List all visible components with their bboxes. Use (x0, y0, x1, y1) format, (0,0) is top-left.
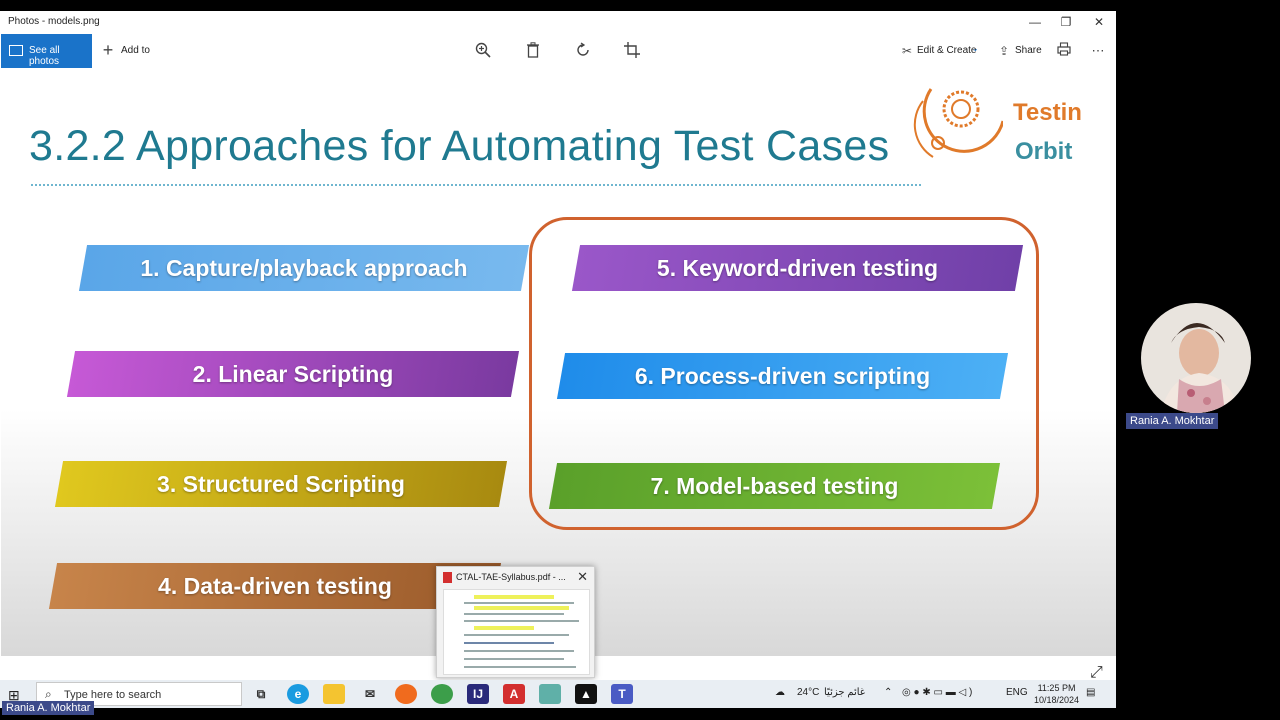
search-icon: ⌕ (45, 687, 52, 701)
preview-close-button[interactable]: ✕ (577, 569, 588, 584)
chrome-icon[interactable] (431, 684, 453, 704)
teams-icon[interactable]: T (611, 684, 633, 704)
see-all-photos-label: See all photos (29, 45, 60, 67)
weather-text: غائم جزئيًا (824, 687, 866, 698)
mail-icon[interactable]: ✉ (364, 687, 376, 701)
slide-title: 3.2.2 Approaches for Automating Test Cas… (29, 122, 890, 170)
windows-start-icon[interactable]: ⊞ (8, 687, 20, 703)
orbit-logo-icon (913, 88, 1003, 158)
edge-icon[interactable]: e (287, 684, 309, 704)
participant-name-tag: Rania A. Mokhtar (1126, 413, 1219, 429)
close-button[interactable]: ✕ (1093, 15, 1105, 29)
logo-text-line2: Orbit (1015, 138, 1073, 165)
app-icon[interactable] (539, 684, 561, 704)
edit-create-icon: ✂ (901, 44, 913, 58)
weather-icon: ☁ (775, 687, 785, 698)
more-icon[interactable]: ⋯ (1091, 43, 1105, 58)
taskbar-clock[interactable]: 11:25 PM 10/18/2024 (1034, 682, 1079, 706)
share-icon: ⇪ (998, 44, 1010, 58)
approach-label: 4. Data-driven testing (158, 573, 392, 599)
crop-icon[interactable] (623, 42, 641, 60)
title-divider (31, 184, 921, 186)
taskbar-preview-window[interactable]: CTAL-TAE-Syllabus.pdf - ... ✕ (436, 566, 595, 678)
photos-window: Photos - models.png — ❐ ✕ See all photos… (0, 11, 1116, 708)
pdf-icon (443, 572, 452, 584)
approach-label: 3. Structured Scripting (157, 471, 405, 497)
firefox-icon[interactable] (395, 684, 417, 704)
language-indicator[interactable]: ENG (1006, 687, 1028, 698)
photo-icon (9, 45, 23, 56)
expand-icon[interactable]: ⤢ (1090, 664, 1103, 681)
intellij-icon[interactable]: IJ (467, 684, 489, 704)
share-label: Share (1015, 45, 1042, 56)
participant-avatar (1141, 303, 1251, 413)
logo-text-line1: Testin (1013, 99, 1082, 126)
approach-ribbon: 6. Process-driven scripting (556, 353, 1009, 399)
chevron-down-icon: ⌄ (972, 44, 979, 53)
tray-icons[interactable]: ◎ ● ✱ ▭ ▬ ◁ ) (902, 687, 973, 698)
preview-title: CTAL-TAE-Syllabus.pdf - ... (456, 572, 566, 582)
notification-icon[interactable]: ▤ (1086, 687, 1096, 698)
tray-chevron-icon[interactable]: ⌃ (884, 687, 893, 698)
pdf-thumbnail (443, 589, 590, 675)
minimize-button[interactable]: — (1029, 15, 1041, 29)
clock-time: 11:25 PM (1037, 683, 1076, 693)
approach-label: 5. Keyword-driven testing (656, 255, 939, 281)
add-to-label: Add to (121, 45, 150, 56)
restore-button[interactable]: ❐ (1060, 15, 1072, 29)
approach-label: 6. Process-driven scripting (634, 363, 931, 389)
task-view-icon[interactable]: ⧉ (256, 687, 266, 701)
slide-image: 3.2.2 Approaches for Automating Test Cas… (1, 69, 1116, 656)
approach-ribbon: 3. Structured Scripting (54, 461, 508, 507)
approach-label: 7. Model-based testing (650, 473, 899, 499)
approach-label: 1. Capture/playback approach (140, 255, 468, 281)
approach-ribbon: 4. Data-driven testing (48, 563, 502, 609)
highlight-outline (529, 217, 1039, 530)
edit-create-label: Edit & Create (917, 45, 977, 56)
approach-ribbon: 1. Capture/playback approach (78, 245, 530, 291)
window-title: Photos - models.png (8, 16, 100, 27)
zoom-in-icon[interactable] (474, 42, 492, 60)
rotate-icon[interactable] (574, 42, 592, 60)
windows-taskbar: ⊞ ⌕ Type here to search ⧉ e ✉ IJ A ▲ T ☁… (0, 680, 1116, 708)
file-explorer-icon[interactable] (323, 684, 345, 704)
weather-temp[interactable]: 24°C (797, 687, 820, 698)
clock-date: 10/18/2024 (1034, 695, 1080, 705)
acrobat-icon[interactable]: A (503, 684, 525, 704)
approach-ribbon: 2. Linear Scripting (66, 351, 520, 397)
approach-ribbon: 7. Model-based testing (548, 463, 1001, 509)
toolbar: See all photos + Add to ✂ Edit & Create … (0, 33, 1116, 69)
search-placeholder: Type here to search (64, 689, 162, 701)
delete-icon[interactable] (524, 42, 542, 60)
approach-label: 2. Linear Scripting (192, 361, 394, 387)
title-bar: Photos - models.png — ❐ ✕ (0, 11, 1116, 33)
photos-app-icon[interactable]: ▲ (575, 684, 597, 704)
presenter-name-tag: Rania A. Mokhtar (2, 701, 95, 715)
print-icon[interactable] (1055, 42, 1073, 60)
approach-ribbon: 5. Keyword-driven testing (571, 245, 1024, 291)
plus-icon: + (102, 40, 114, 60)
see-all-photos-button[interactable]: See all photos (1, 34, 92, 68)
